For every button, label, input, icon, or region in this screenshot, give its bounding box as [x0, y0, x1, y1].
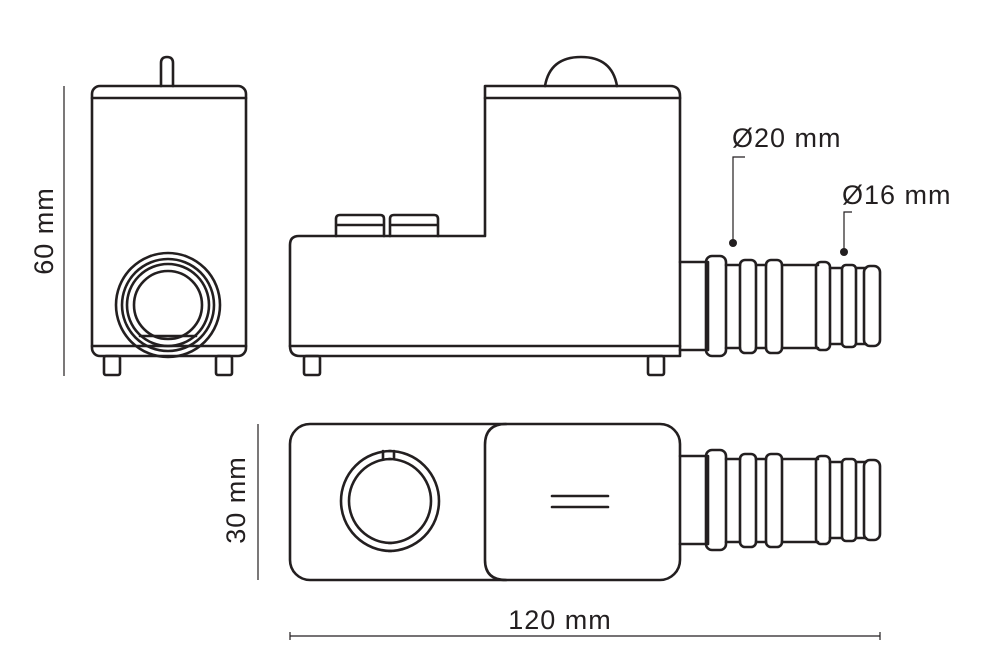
connector-ring-3: [764, 258, 784, 355]
hose-connector-top: [678, 448, 882, 552]
top-port-ring-left: [339, 449, 393, 553]
top-port-ring-right: [387, 449, 441, 553]
port-ring-3: [125, 262, 211, 348]
depth-dimension-label: 30 mm: [221, 456, 251, 544]
top-connector-collar: [678, 454, 710, 546]
connector-ring-4: [814, 260, 832, 352]
width-dimension-label: 120 mm: [508, 605, 612, 635]
front-view-foot-left: [302, 354, 322, 377]
top-connector-shaft-lines: [724, 457, 820, 544]
top-connector-ring-4: [814, 454, 832, 546]
height-dimension-label: 60 mm: [29, 187, 59, 275]
top-connector-ring-5: [840, 457, 858, 543]
inner-diameter-leader: [843, 211, 852, 252]
connector-ring-2: [738, 258, 758, 355]
port-ring-inner: [132, 269, 204, 341]
connector-ring-5: [840, 263, 858, 349]
inner-diameter-label: Ø16 mm: [842, 180, 952, 210]
top-dome: [543, 55, 619, 88]
end-view: [90, 55, 248, 377]
end-view-body: [90, 84, 248, 358]
front-view-foot-right: [646, 354, 666, 377]
port-ring-outer: [114, 251, 222, 359]
outer-diameter-dot: [729, 239, 737, 247]
end-view-foot-left: [102, 354, 122, 377]
hose-connector-front: [678, 254, 882, 358]
outer-diameter-leader: [732, 156, 745, 243]
top-connector-ring-3: [764, 452, 784, 549]
button-right: [388, 213, 440, 238]
end-view-foot-right: [214, 354, 234, 377]
top-view-section-divider: [483, 422, 508, 582]
top-connector-ring-1: [704, 448, 728, 552]
top-connector-tip-lines: [828, 460, 868, 540]
dimensions: 60 mm 30 mm 120 mm: [29, 86, 881, 640]
front-view-body: [288, 84, 682, 358]
inner-diameter-dot: [840, 248, 848, 256]
top-view: [288, 422, 882, 582]
top-view-body: [288, 422, 682, 582]
port-ring-2: [120, 257, 216, 353]
front-view: Ø20 mm Ø16 mm: [288, 55, 952, 377]
button-left: [334, 213, 386, 238]
connector-collar: [678, 260, 710, 352]
outer-diameter-label: Ø20 mm: [732, 123, 842, 153]
connector-shaft-lines: [724, 263, 820, 350]
connector-tip: [862, 264, 882, 348]
connector-ring-1: [704, 254, 728, 358]
connector-tip-lines: [828, 266, 868, 346]
top-connector-ring-2: [738, 452, 758, 549]
top-connector-tip: [862, 458, 882, 542]
top-pin: [159, 55, 175, 88]
